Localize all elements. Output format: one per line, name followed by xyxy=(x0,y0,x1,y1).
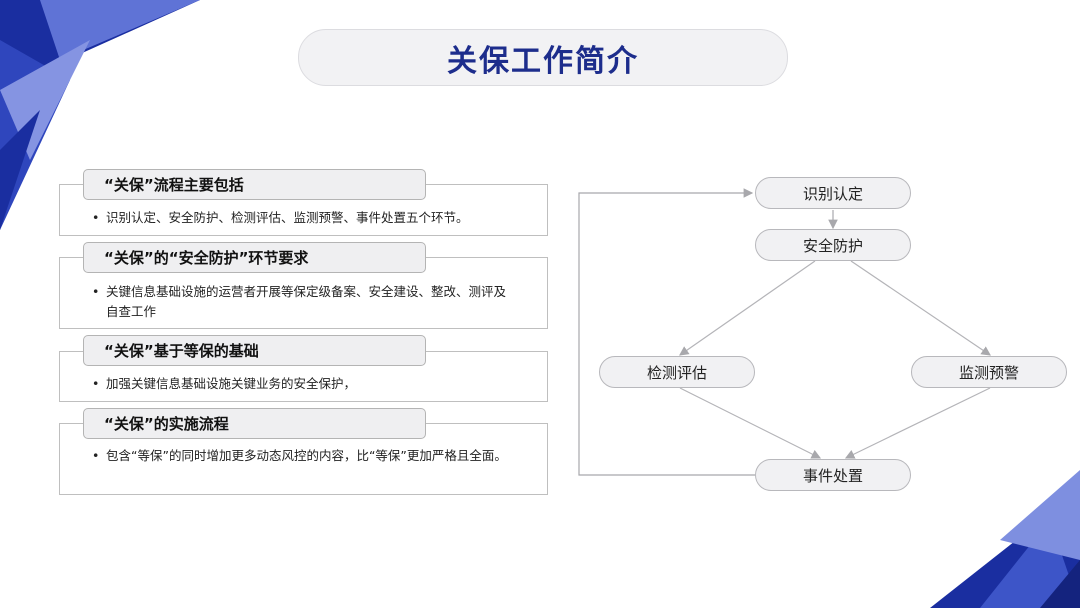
arrow-protect-to-assess xyxy=(679,260,816,356)
section-heading-3: “关保”基于等保的基础 xyxy=(83,335,426,366)
flow-node-protect: 安全防护 xyxy=(755,229,911,261)
arrow-respond-loop-to-identify xyxy=(578,188,755,476)
section-heading-4: “关保”的实施流程 xyxy=(83,408,426,439)
arrow-protect-to-monitor xyxy=(850,260,991,356)
section-heading-1: “关保”流程主要包括 xyxy=(83,169,426,200)
section-body-3: • 加强关键信息基础设施关键业务的安全保护， xyxy=(92,374,512,394)
section-text-2: 关键信息基础设施的运营者开展等保定级备案、安全建设、整改、测评及自查工作 xyxy=(106,284,507,319)
section-body-2: • 关键信息基础设施的运营者开展等保定级备案、安全建设、整改、测评及自查工作 xyxy=(92,282,512,322)
arrow-assess-to-respond xyxy=(679,387,822,459)
bullet: • xyxy=(92,284,100,299)
page-title: 关保工作简介 xyxy=(298,29,788,86)
arrow-monitor-to-respond xyxy=(844,387,991,459)
flow-node-identify: 识别认定 xyxy=(755,177,911,209)
section-text-1: 识别认定、安全防护、检测评估、监测预警、事件处置五个环节。 xyxy=(106,210,469,225)
section-heading-2: “关保”的“安全防护”环节要求 xyxy=(83,242,426,273)
flow-node-assess: 检测评估 xyxy=(599,356,755,388)
bullet: • xyxy=(92,210,100,225)
section-body-1: • 识别认定、安全防护、检测评估、监测预警、事件处置五个环节。 xyxy=(92,208,512,228)
section-body-4: • 包含“等保”的同时增加更多动态风控的内容，比“等保”更加严格且全面。 xyxy=(92,446,512,466)
flow-node-monitor: 监测预警 xyxy=(911,356,1067,388)
section-text-4: 包含“等保”的同时增加更多动态风控的内容，比“等保”更加严格且全面。 xyxy=(106,448,507,463)
section-text-3: 加强关键信息基础设施关键业务的安全保护， xyxy=(106,376,357,391)
flow-node-respond: 事件处置 xyxy=(755,459,911,491)
bullet: • xyxy=(92,448,100,463)
bullet: • xyxy=(92,376,100,391)
